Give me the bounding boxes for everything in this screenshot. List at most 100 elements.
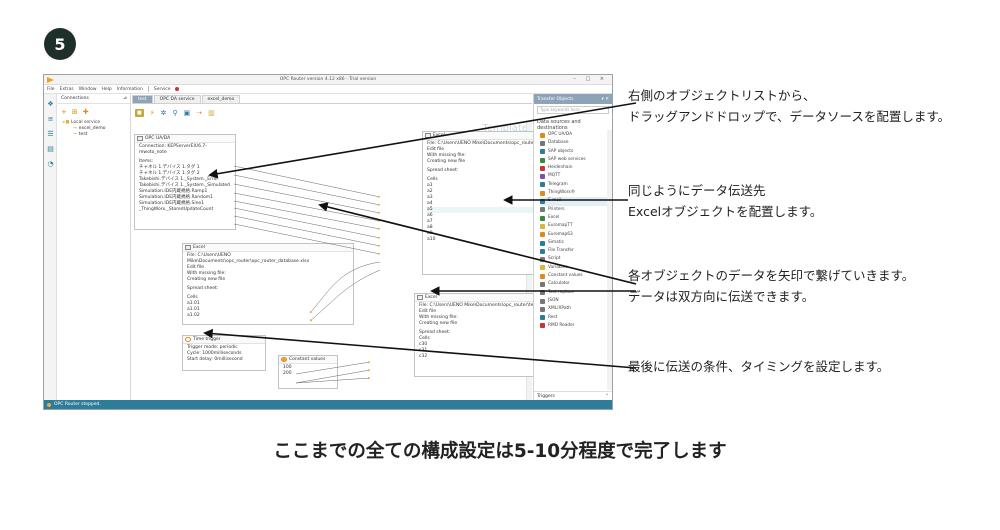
- list-icon[interactable]: ≡: [47, 115, 54, 123]
- transfer-object-label: ThingWorx®: [548, 190, 576, 196]
- arrow-tool-icon[interactable]: ➝: [196, 109, 203, 117]
- transfer-object-label: Heidenhain: [548, 165, 573, 171]
- excel-cell[interactable]: a3: [427, 195, 433, 200]
- transfer-object-item[interactable]: JSON: [540, 297, 612, 305]
- opc-item[interactable]: Takebishi.デバイス 1._System._Error: [139, 177, 219, 182]
- transfer-object-icon: [540, 232, 545, 238]
- transfer-object-item[interactable]: Database: [540, 139, 612, 147]
- excel-cell[interactable]: a1: [427, 183, 433, 188]
- excel-file-path: File: C:\Users\UENO Mike\Documents\opc_r…: [187, 253, 310, 264]
- transfer-object-item[interactable]: E-mail: [540, 197, 612, 206]
- connection-arrow-icon: →: [73, 126, 77, 131]
- menu-service[interactable]: Service: [153, 86, 171, 92]
- image-icon[interactable]: ▣: [183, 109, 191, 117]
- opc-item[interactable]: Simulation.IDE内蔵規格.Sine1: [139, 201, 205, 206]
- panel-toggle-icon[interactable]: ▥: [208, 109, 215, 117]
- tree-item[interactable]: →excel_demo: [63, 126, 130, 132]
- transfer-objects-header[interactable]: Transfer Objects ▾ ✕: [534, 94, 612, 104]
- transfer-object-label: File Transfer: [548, 248, 574, 254]
- opc-item[interactable]: チャネル 1.デバイス 1.タグ 1: [139, 165, 200, 170]
- opc-item[interactable]: Simulation.IDE内蔵規格.Random1: [139, 195, 213, 200]
- excel-icon: [425, 133, 431, 138]
- transfer-object-item[interactable]: Simatic: [540, 239, 612, 247]
- opc-item[interactable]: _ThingWorx._StoredUpdateCount: [139, 207, 214, 212]
- node-connection: Connection: KEPServerEX/6.7-mwoto_note: [139, 144, 207, 155]
- excel-edit-file[interactable]: Edit file: [187, 265, 204, 270]
- spread-sheet-label: Spread sheet:: [187, 286, 219, 291]
- transfer-object-item[interactable]: XML/XPath: [540, 305, 612, 313]
- search-icon[interactable]: ⚲: [172, 109, 178, 117]
- triggers-label: Triggers: [537, 393, 555, 399]
- plugin-icon[interactable]: ◔: [47, 160, 54, 168]
- design-canvas[interactable]: Template OPC UA/DA Connection: KEPServer…: [132, 121, 562, 400]
- transfer-object-item[interactable]: Rest: [540, 314, 612, 322]
- excel-cell[interactable]: a4: [427, 201, 433, 206]
- transfer-object-item[interactable]: Telegram: [540, 181, 612, 189]
- transfer-scrollbar[interactable]: [607, 130, 612, 390]
- service-status-icon[interactable]: [175, 87, 180, 91]
- transfer-object-item[interactable]: Excel: [540, 214, 612, 222]
- menu-window[interactable]: Window: [78, 86, 97, 92]
- checklist-icon[interactable]: ☰: [47, 130, 54, 138]
- tab-test[interactable]: test: [132, 95, 153, 103]
- add-connection-icon[interactable]: +: [61, 108, 67, 116]
- tab-opc-da-service[interactable]: OPC DA service: [153, 95, 201, 103]
- add-item-icon[interactable]: ✚: [82, 108, 89, 116]
- opc-item[interactable]: Simulation.IDE内蔵規格.Ramp1: [139, 189, 208, 194]
- tree-root[interactable]: ▸■ Local service: [63, 120, 130, 126]
- triggers-section[interactable]: Triggers ⌃: [534, 391, 612, 400]
- transfer-object-item[interactable]: Text replace: [540, 289, 612, 297]
- transfer-object-item[interactable]: Calculator: [540, 280, 612, 288]
- excel-node-left[interactable]: Excel File: C:\Users\UENO Mike\Documents…: [182, 243, 354, 325]
- opc-item[interactable]: チャネル 1.デバイス 1.タグ 2: [139, 171, 200, 176]
- transfer-object-item[interactable]: OPC UA/DA: [540, 131, 612, 139]
- excel-cell[interactable]: a1.02: [187, 313, 200, 318]
- transfer-object-item[interactable]: Constant values: [540, 272, 612, 280]
- window-controls[interactable]: – □ ×: [573, 76, 608, 82]
- transfer-object-label: E-mail: [548, 198, 562, 204]
- add-folder-icon[interactable]: ⊞: [71, 108, 78, 116]
- excel-edit-file[interactable]: Edit file: [419, 309, 436, 314]
- menu-file[interactable]: File: [47, 86, 55, 92]
- transfer-object-item[interactable]: Euromap63: [540, 231, 612, 239]
- tree-root-label: Local service: [70, 120, 101, 125]
- menu-extras[interactable]: Extras: [59, 86, 74, 92]
- transfer-object-icon: [540, 240, 545, 246]
- document-icon[interactable]: ▤: [47, 145, 54, 153]
- menu-help[interactable]: Help: [101, 86, 112, 92]
- transfer-object-item[interactable]: Script: [540, 255, 612, 263]
- constant-values-node[interactable]: Constant values 100 200: [278, 355, 338, 389]
- transfer-object-item[interactable]: SAP objects: [540, 148, 612, 156]
- transfer-object-item[interactable]: Heidenhain: [540, 164, 612, 172]
- opc-ua-da-node[interactable]: OPC UA/DA Connection: KEPServerEX/6.7-mw…: [134, 134, 236, 230]
- transfer-object-item[interactable]: SAP web services: [540, 156, 612, 164]
- transfer-object-item[interactable]: MQTT: [540, 172, 612, 180]
- transfer-object-item[interactable]: Printers: [540, 206, 612, 214]
- transfer-object-item[interactable]: EuromapTT: [540, 222, 612, 230]
- collapse-icon[interactable]: ⌃: [605, 393, 609, 399]
- opc-item[interactable]: Takebishi.デバイス 1._System._Simulated: [139, 183, 230, 188]
- time-trigger-node[interactable]: Time trigger Trigger mode: periodic Cycl…: [182, 335, 266, 371]
- connections-header[interactable]: Connections ⊿: [58, 94, 130, 104]
- transfer-search-input[interactable]: Type keywords here: [537, 106, 609, 114]
- lock-icon[interactable]: ■: [135, 109, 144, 117]
- transfer-object-item[interactable]: File Transfer: [540, 247, 612, 255]
- tree-item[interactable]: →test: [63, 132, 130, 138]
- wizard-icon[interactable]: ⚡: [149, 109, 155, 117]
- excel-cell[interactable]: a1.01: [187, 307, 200, 312]
- excel-cell[interactable]: a1.01: [187, 301, 200, 306]
- settings-gear-icon[interactable]: ✲: [160, 109, 167, 117]
- callout-2-line-2: Excelオブジェクトを配置します。: [628, 204, 823, 219]
- panel-close-icon[interactable]: ▾ ✕: [601, 96, 609, 102]
- transfer-object-item[interactable]: ThingWorx®: [540, 189, 612, 197]
- transfer-object-label: MQTT: [548, 173, 561, 179]
- connections-icon[interactable]: ❖: [47, 100, 54, 108]
- transfer-object-item[interactable]: RMD Reader: [540, 322, 612, 330]
- menu-information[interactable]: Information: [116, 86, 143, 92]
- constant-value[interactable]: 200: [283, 371, 292, 376]
- excel-cell[interactable]: a2: [427, 189, 433, 194]
- transfer-object-item[interactable]: Variables: [540, 264, 612, 272]
- tab-excel-demo[interactable]: excel_demo: [201, 95, 241, 103]
- pin-icon[interactable]: ⊿: [123, 96, 127, 101]
